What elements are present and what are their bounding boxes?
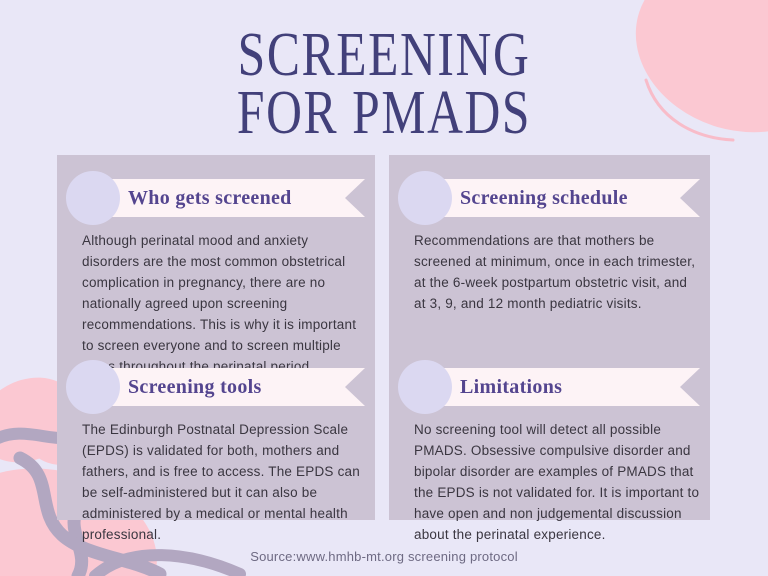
brush-stroke (751, 0, 768, 99)
poster-title: SCREENING FOR PMADS (77, 21, 691, 147)
ribbon-banner: Screening schedule (408, 179, 700, 217)
section-body: The Edinburgh Postnatal Depression Scale… (82, 422, 360, 542)
section-banner: Screening schedule (398, 171, 700, 225)
section-banner: Who gets screened (66, 171, 365, 225)
section-heading: Screening schedule (460, 186, 628, 209)
card-who-gets-screened: Who gets screened Although perinatal moo… (57, 171, 375, 374)
ribbon-circle (66, 360, 120, 414)
section-body: No screening tool will detect all possib… (414, 422, 700, 542)
card-screening-schedule: Screening schedule Recommendations are t… (389, 171, 710, 368)
ribbon-banner: Who gets screened (76, 179, 365, 217)
panel-column-right: Screening schedule Recommendations are t… (389, 155, 710, 542)
section-heading: Who gets screened (128, 186, 292, 209)
section-banner: Screening tools (66, 360, 365, 414)
poster-title-line-1: SCREENING (237, 21, 531, 89)
ribbon-circle (398, 171, 452, 225)
ribbon-banner: Limitations (408, 368, 700, 406)
card-screening-tools: Screening tools The Edinburgh Postnatal … (57, 360, 375, 545)
ribbon-banner: Screening tools (76, 368, 365, 406)
source-text: Source:www.hmhb-mt.org screening protoco… (250, 549, 518, 564)
section-banner: Limitations (398, 360, 700, 414)
ribbon-circle (66, 171, 120, 225)
section-heading: Screening tools (128, 375, 262, 398)
section-body: Although perinatal mood and anxiety diso… (82, 233, 357, 374)
section-heading: Limitations (460, 375, 563, 398)
card-limitations: Limitations No screening tool will detec… (389, 360, 710, 545)
panel-column-left: Who gets screened Although perinatal moo… (57, 155, 375, 542)
ribbon-circle (398, 360, 452, 414)
section-body: Recommendations are that mothers be scre… (414, 233, 696, 311)
poster-title-line-2: FOR PMADS (236, 79, 532, 147)
brush-stroke (728, 0, 764, 118)
